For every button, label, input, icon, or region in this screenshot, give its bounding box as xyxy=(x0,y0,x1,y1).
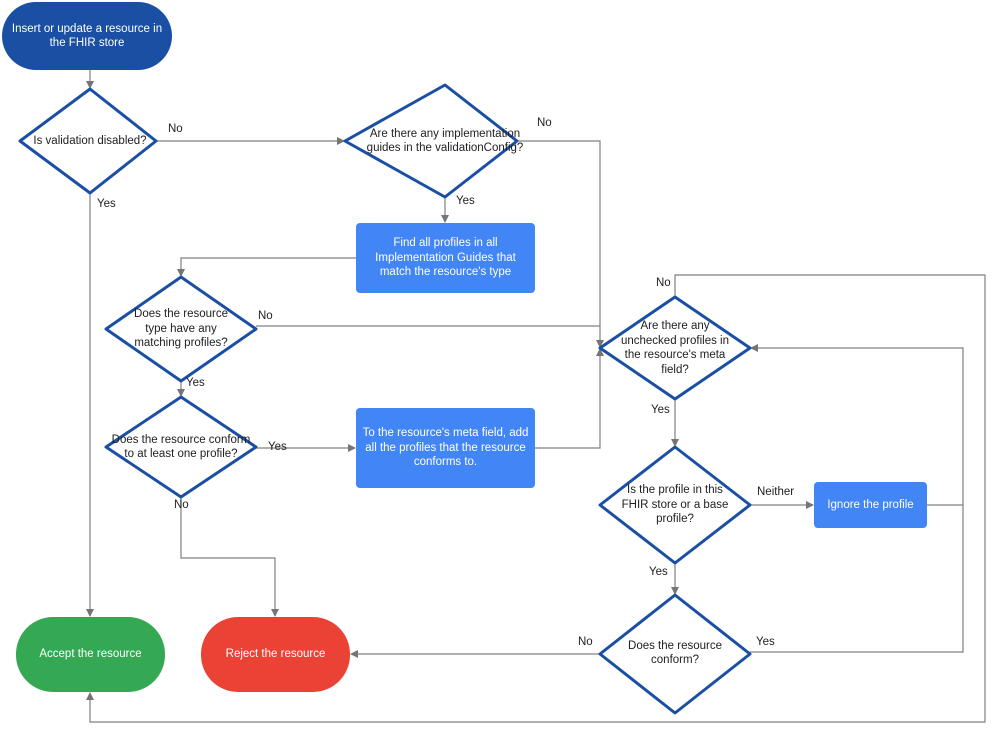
decision-matching-profiles xyxy=(104,275,258,383)
accept-text: Accept the resource xyxy=(39,648,142,661)
start-text: Insert or update a resource in the FHIR … xyxy=(11,22,163,50)
edge-box1-d3 xyxy=(177,257,356,277)
decision-profile-store xyxy=(598,445,752,565)
edge-box2-d5 xyxy=(535,348,604,449)
edge-d2-no xyxy=(517,140,604,348)
edge-label-d5-yes: Yes xyxy=(651,404,670,416)
decision-conform-one xyxy=(104,395,258,499)
start-terminal xyxy=(2,2,172,70)
add-profiles-text: To the resource's meta field, add all th… xyxy=(362,427,529,469)
decision-implementation-guides xyxy=(343,83,519,199)
process-find-profiles xyxy=(356,223,535,293)
ignore-profile-text: Ignore the profile xyxy=(827,498,914,511)
validation-disabled-text: Is validation disabled? xyxy=(33,134,147,147)
edge-d5-no xyxy=(86,274,986,723)
edge-label-d7-no: No xyxy=(578,636,593,648)
unchecked-profiles-text: Are there any unchecked profiles in the … xyxy=(620,320,730,376)
edge-d7-yes xyxy=(750,505,964,653)
edge-label-d2-yes: Yes xyxy=(456,195,475,207)
conform-one-text: Does the resource conform to at least on… xyxy=(111,433,251,461)
process-add-profiles xyxy=(356,408,535,488)
find-profiles-text: Find all profiles in all Implementation … xyxy=(375,237,516,279)
edge-d4-no xyxy=(180,497,279,617)
edge-label-d2-no: No xyxy=(537,117,552,129)
edge-label-d6-yes: Yes xyxy=(649,566,668,578)
decision-unchecked-profiles xyxy=(598,295,752,401)
edge-label-d4-yes: Yes xyxy=(268,441,287,453)
resource-conform-text: Does the resource conform? xyxy=(628,639,722,667)
edge-label-d1-no: No xyxy=(168,123,183,135)
profile-store-text: Is the profile in this FHIR store or a b… xyxy=(621,484,729,526)
edge-label-d5-no: No xyxy=(656,277,671,289)
decision-resource-conform xyxy=(598,593,752,715)
accept-terminal xyxy=(16,617,165,692)
reject-terminal xyxy=(201,617,350,692)
edge-label-d6-neither: Neither xyxy=(757,486,795,498)
process-ignore-profile xyxy=(814,482,927,528)
edge-label-d3-no: No xyxy=(258,310,273,322)
matching-profiles-text: Does the resource type have any matching… xyxy=(134,308,228,350)
edge-label-d1-yes: Yes xyxy=(97,198,116,210)
implementation-guides-text: Are there any implementation guides in t… xyxy=(366,127,524,155)
edge-label-d4-no: No xyxy=(174,499,189,511)
reject-text: Reject the resource xyxy=(225,648,326,661)
decision-validation-disabled xyxy=(18,87,158,195)
edge-label-d3-yes: Yes xyxy=(186,377,205,389)
edge-box3-d5 xyxy=(750,344,964,506)
edge-label-d7-yes: Yes xyxy=(756,636,775,648)
